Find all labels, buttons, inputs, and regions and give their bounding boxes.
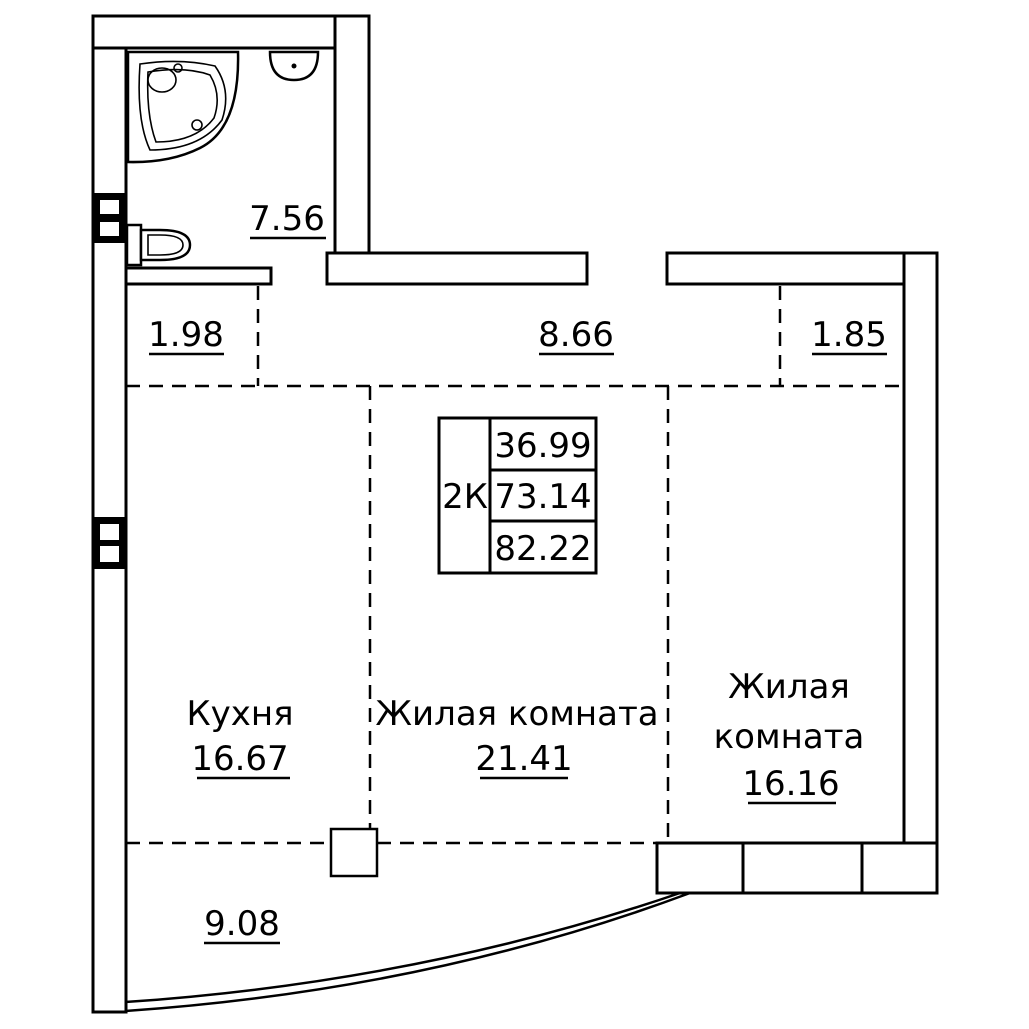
hall-right-area: 1.85: [811, 315, 887, 355]
bathroom-area: 7.56: [249, 199, 325, 239]
balcony-curve-outer: [125, 891, 691, 1013]
living-right-name-line2: комната: [714, 717, 865, 757]
wall-right-bottom: [860, 841, 939, 895]
wall-upper-right: [665, 251, 939, 286]
living-center-name: Жилая комната: [375, 694, 658, 734]
window-pier-1: [655, 841, 745, 895]
summary-box: [437, 416, 598, 575]
wall-bathroom-bottom: [124, 266, 273, 286]
kitchen-name: Кухня: [186, 694, 293, 734]
area-total: 73.14: [494, 477, 591, 517]
kitchen-area: 16.67: [191, 739, 288, 779]
window-pier-2: [741, 841, 864, 895]
apartment-type: 2К: [442, 477, 488, 517]
area-with-balcony: 82.22: [494, 529, 591, 569]
column-icon: [329, 827, 379, 878]
sink-icon: [268, 50, 320, 82]
area-living-total: 36.99: [494, 426, 591, 466]
wall-right-outer: [902, 251, 939, 895]
hall-left-area: 1.98: [148, 315, 224, 355]
wall-bathroom-right: [333, 14, 371, 286]
living-center-area: 21.41: [475, 739, 572, 779]
toilet-icon: [125, 223, 192, 267]
living-right-area: 16.16: [742, 764, 839, 804]
wall-upper-mid: [325, 251, 589, 286]
balcony-curve-inner: [125, 891, 681, 1004]
living-right-name-line1: Жилая: [728, 667, 850, 707]
bathtub-icon: [126, 50, 240, 164]
balcony-area: 9.08: [204, 904, 280, 944]
hall-center-area: 8.66: [538, 315, 614, 355]
ventilation-shaft-icon: [93, 193, 126, 243]
wall-bathroom-top: [91, 14, 371, 50]
wall-left-outer: [91, 14, 128, 1014]
ventilation-shaft-icon: [93, 517, 126, 569]
